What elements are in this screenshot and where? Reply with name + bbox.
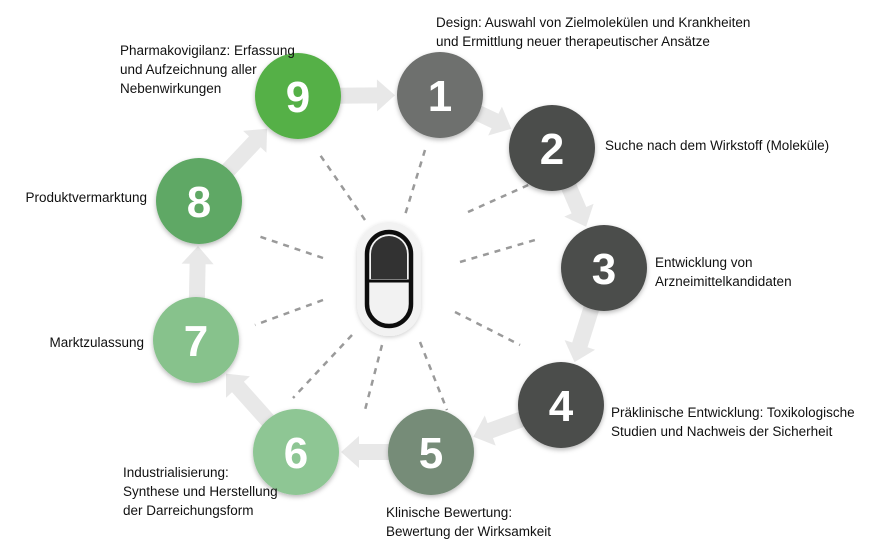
step-4-number: 4 [549, 382, 574, 431]
step-5-label-line-2: Bewertung der Wirksamkeit [386, 524, 552, 539]
dashed-connector-10 [316, 151, 367, 221]
step-5-node: 5 [388, 409, 474, 495]
step-9-circle [255, 53, 341, 139]
dashed-connector-2 [467, 180, 536, 214]
step-4-label-line-2: Studien und Nachweis der Sicherheit [611, 424, 833, 439]
capsule-icon [357, 222, 421, 336]
step-5-number: 5 [419, 429, 443, 478]
arrow-step-3-to-4 [564, 300, 601, 363]
step-9-label: Pharmakovigilanz: Erfassung und Aufzeich… [120, 41, 295, 98]
step-9-label-line-1: Pharmakovigilanz: Erfassung [120, 43, 295, 58]
step-1-label: Design: Auswahl von Zielmolekülen und Kr… [436, 13, 750, 51]
arrow-step-6-to-7 [226, 373, 278, 430]
arrow-step-2-to-3 [559, 178, 594, 227]
step-2-node: 2 [509, 105, 595, 191]
dashed-connector-1 [403, 149, 427, 216]
step-1-node: 1 [397, 52, 483, 138]
step-7-label-line-1: Marktzulassung [49, 335, 144, 350]
step-3-label: Entwicklung von Arzneimittelkandidaten [655, 253, 792, 291]
step-7-label: Marktzulassung [49, 333, 144, 352]
step-3-circle [561, 225, 647, 311]
arrow-step-5-to-6 [341, 436, 394, 468]
step-4-label: Präklinische Entwicklung: Toxikologische… [611, 403, 855, 441]
arrow-step-8-to-9 [218, 128, 268, 180]
arrow-step-1-to-2 [470, 103, 512, 136]
step-4-node: 4 [518, 362, 604, 448]
arrow-step-9-to-1 [334, 79, 395, 112]
step-3-label-line-1: Entwicklung von [655, 255, 753, 270]
dashed-connector-3 [459, 238, 536, 264]
step-3-label-line-2: Arzneimittelkandidaten [655, 274, 792, 289]
step-2-circle [509, 105, 595, 191]
step-3-number: 3 [592, 245, 616, 294]
step-2-label-line-1: Suche nach dem Wirkstoff (Moleküle) [605, 138, 830, 153]
step-9-label-line-3: Nebenwirkungen [120, 81, 222, 96]
step-7-circle [153, 297, 239, 383]
step-6-node: 6 [253, 409, 339, 495]
dashed-connector-7 [292, 334, 353, 399]
arrow-step-7-to-8 [181, 246, 214, 304]
step-8-node: 8 [156, 158, 242, 244]
step-7-number: 7 [184, 317, 208, 366]
cycle-arrows [181, 79, 601, 468]
dashed-connector-4 [454, 310, 521, 347]
dashed-connector-8 [254, 298, 324, 327]
dashed-connector-6 [363, 344, 384, 411]
step-7-node: 7 [153, 297, 239, 383]
step-6-number: 6 [284, 429, 308, 478]
step-5-label-line-1: Klinische Bewertung: [386, 505, 513, 520]
dashed-connector-5 [418, 341, 449, 411]
step-1-number: 1 [428, 72, 452, 121]
step-8-label: Produktvermarktung [25, 188, 147, 207]
step-5-circle [388, 409, 474, 495]
step-9-label-line-2: und Aufzeichnung aller [120, 62, 257, 77]
arrow-step-4-to-5 [473, 410, 529, 446]
step-2-label: Suche nach dem Wirkstoff (Moleküle) [605, 136, 829, 155]
step-4-circle [518, 362, 604, 448]
step-6-label-line-1: Industrialisierung: [123, 465, 229, 480]
step-6-label-line-3: der Darreichungsform [123, 503, 254, 518]
step-4-label-line-1: Präklinische Entwicklung: Toxikologische [611, 405, 855, 420]
step-6-circle [253, 409, 339, 495]
step-5-label: Klinische Bewertung: Bewertung der Wirks… [386, 503, 551, 541]
step-2-number: 2 [540, 125, 564, 174]
step-1-label-line-1: Design: Auswahl von Zielmolekülen und Kr… [436, 15, 751, 30]
step-6-label-line-2: Synthese und Herstellung [123, 484, 278, 499]
step-1-circle [397, 52, 483, 138]
step-8-number: 8 [187, 178, 211, 227]
step-8-circle [156, 158, 242, 244]
step-8-label-line-1: Produktvermarktung [25, 190, 147, 205]
step-9-node: 9 [255, 53, 341, 139]
step-3-node: 3 [561, 225, 647, 311]
step-9-number: 9 [286, 73, 310, 122]
dashed-connector-9 [254, 233, 324, 260]
radial-dashed-lines [254, 149, 536, 411]
step-circles: 1 2 3 4 5 6 7 8 9 [153, 52, 647, 495]
step-1-label-line-2: und Ermittlung neuer therapeutischer Ans… [436, 34, 710, 49]
step-6-label: Industrialisierung: Synthese und Herstel… [123, 463, 278, 520]
